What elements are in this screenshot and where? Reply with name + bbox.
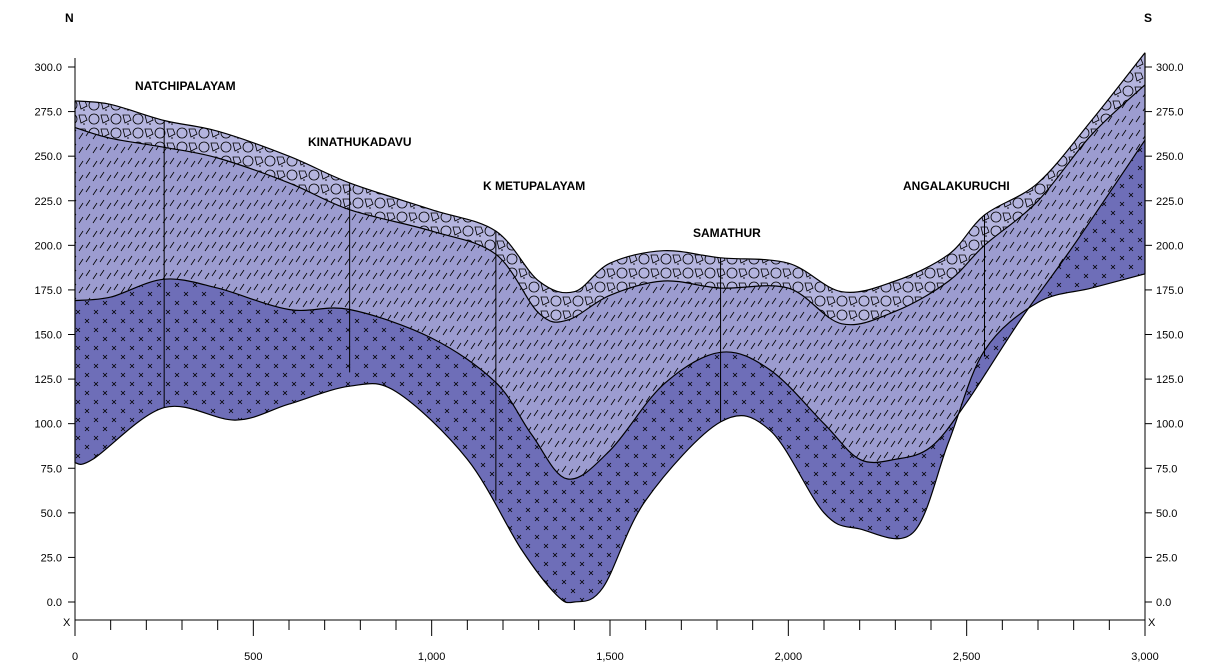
y-tick-label-right: 50.0 [1156, 508, 1177, 520]
y-tick-label-right: 125.0 [1156, 374, 1184, 386]
y-tick-label-left: 0.0 [47, 597, 62, 609]
layer-boundary-3 [74, 139, 1146, 480]
y-tick-label-left: 175.0 [34, 285, 62, 297]
y-tick-label-left: 250.0 [34, 151, 62, 163]
location-label-k-metupalayam: K METUPALAYAM [483, 179, 585, 193]
x-tick-label: 500 [244, 651, 262, 663]
y-tick-label-left: 125.0 [34, 374, 62, 386]
borehole-lines [163, 120, 985, 501]
location-label-kinathukadavu: KINATHUKADAVU [308, 135, 412, 149]
location-label-natchipalayam: NATCHIPALAYAM [135, 79, 236, 93]
y-tick-label-right: 275.0 [1156, 107, 1184, 119]
x-tick-label: 1,500 [596, 651, 624, 663]
y-tick-label-right: 175.0 [1156, 285, 1184, 297]
x-end-label-left: X [63, 617, 71, 629]
layer-boundary-4 [74, 273, 1146, 604]
axis-ticks: 300.0 300.0 275.0 275.0 250.0 250.0 225.0 225.0… [34, 62, 1183, 663]
y-tick-label-right: 250.0 [1156, 151, 1184, 163]
strata-layers [75, 52, 1145, 603]
y-tick-label-right: 75.0 [1156, 463, 1177, 475]
y-tick-label-left: 50.0 [41, 508, 62, 520]
y-tick-label-left: 150.0 [34, 330, 62, 342]
bottom-layer-pattern [75, 140, 1145, 603]
y-tick-label-right: 0.0 [1156, 597, 1171, 609]
y-tick-label-right: 100.0 [1156, 419, 1184, 431]
x-end-label-right: X [1148, 617, 1156, 629]
location-label-samathur: SAMATHUR [693, 226, 761, 240]
x-tick-label: 0 [72, 651, 78, 663]
y-tick-label-left: 100.0 [34, 419, 62, 431]
north-label: N [65, 11, 74, 25]
y-tick-label-right: 225.0 [1156, 196, 1184, 208]
layer-boundary-2 [74, 84, 1146, 326]
y-tick-label-left: 300.0 [34, 62, 62, 74]
middle-layer-pattern [75, 84, 1145, 480]
y-tick-label-left: 25.0 [41, 552, 62, 564]
y-tick-label-right: 200.0 [1156, 240, 1184, 252]
y-tick-label-left: 200.0 [34, 240, 62, 252]
x-tick-label: 2,500 [953, 651, 981, 663]
layer-boundaries [74, 52, 1146, 604]
y-tick-label-left: 225.0 [34, 196, 62, 208]
y-tick-label-left: 275.0 [34, 107, 62, 119]
location-label-angalakuruchi: ANGALAKURUCHI [903, 179, 1010, 193]
y-tick-label-right: 300.0 [1156, 62, 1184, 74]
x-tick-label: 3,000 [1131, 651, 1159, 663]
top-layer-pattern [75, 52, 1145, 325]
x-tick-label: 2,000 [775, 651, 803, 663]
y-tick-label-right: 150.0 [1156, 330, 1184, 342]
x-tick-label: 1,000 [418, 651, 446, 663]
south-label: S [1144, 11, 1152, 25]
y-tick-label-left: 75.0 [41, 463, 62, 475]
y-tick-label-right: 25.0 [1156, 552, 1177, 564]
